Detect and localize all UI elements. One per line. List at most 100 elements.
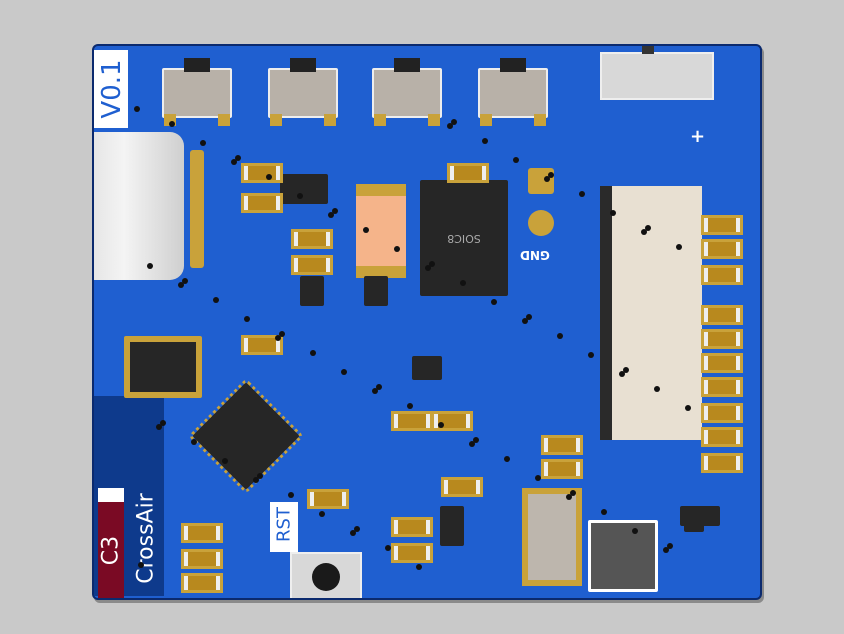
- passive-component: [241, 335, 283, 355]
- flash-package-label: SOIC8: [447, 232, 481, 245]
- via: [134, 106, 140, 112]
- flash-chip: SOIC8: [420, 180, 508, 296]
- via: [438, 422, 444, 428]
- via: [213, 297, 219, 303]
- button-4[interactable]: [478, 58, 548, 126]
- via: [473, 437, 479, 443]
- via: [544, 176, 550, 182]
- passive-component: [701, 239, 743, 259]
- passive-component: [241, 163, 283, 183]
- version-label-box: V0.1: [94, 50, 128, 128]
- passive-component: [441, 477, 483, 497]
- plus-label: +: [690, 126, 706, 147]
- via: [319, 511, 325, 517]
- via: [394, 246, 400, 252]
- via: [676, 244, 682, 250]
- regulator-chip: [280, 174, 328, 204]
- via: [328, 212, 334, 218]
- transistor-chip: [300, 276, 324, 306]
- via: [257, 473, 263, 479]
- via: [191, 439, 197, 445]
- power-inductor: [588, 520, 658, 592]
- passive-component: [701, 403, 743, 423]
- via: [416, 564, 422, 570]
- usb-pads: [190, 150, 204, 268]
- via: [310, 350, 316, 356]
- fpc-connector[interactable]: [600, 186, 702, 440]
- via: [341, 369, 347, 375]
- passive-component: [701, 353, 743, 373]
- via: [667, 543, 673, 549]
- via: [288, 492, 294, 498]
- reset-label: RST: [273, 507, 295, 542]
- chip-badge-label: C3: [98, 535, 124, 566]
- esp32-c3-chip: [188, 378, 304, 494]
- via: [570, 490, 576, 496]
- via: [222, 458, 228, 464]
- passive-component: [701, 377, 743, 397]
- via: [548, 172, 554, 178]
- transistor-chip: [440, 506, 464, 546]
- via: [429, 261, 435, 267]
- transistor-chip: [364, 276, 388, 306]
- passive-component: [181, 549, 223, 569]
- via: [354, 526, 360, 532]
- via: [513, 157, 519, 163]
- via: [460, 280, 466, 286]
- passive-component: [701, 329, 743, 349]
- passive-component: [241, 193, 283, 213]
- slide-switch[interactable]: [600, 46, 714, 100]
- via: [526, 314, 532, 320]
- via: [482, 138, 488, 144]
- via: [407, 403, 413, 409]
- via: [279, 331, 285, 337]
- via: [522, 318, 528, 324]
- usb-c-connector[interactable]: [94, 132, 184, 280]
- passive-component: [541, 459, 583, 479]
- via: [447, 123, 453, 129]
- passive-component: [541, 435, 583, 455]
- reset-button[interactable]: [290, 552, 362, 598]
- via: [253, 477, 259, 483]
- button-1[interactable]: [162, 58, 232, 126]
- via: [451, 119, 457, 125]
- via: [147, 263, 153, 269]
- via: [685, 405, 691, 411]
- via: [623, 367, 629, 373]
- via: [169, 121, 175, 127]
- via: [535, 475, 541, 481]
- inductor: [124, 336, 202, 398]
- passive-component: [391, 411, 433, 431]
- passive-component: [391, 543, 433, 563]
- button-2[interactable]: [268, 58, 338, 126]
- via: [557, 333, 563, 339]
- passive-component: [701, 305, 743, 325]
- passive-component: [181, 523, 223, 543]
- passive-component: [701, 215, 743, 235]
- passive-component: [181, 573, 223, 593]
- via: [363, 227, 369, 233]
- via: [332, 208, 338, 214]
- transistor-chip: [412, 356, 442, 380]
- brand-label: CrossAir: [133, 493, 159, 584]
- via: [376, 384, 382, 390]
- via: [244, 316, 250, 322]
- via: [663, 547, 669, 553]
- via: [350, 530, 356, 536]
- version-label: V0.1: [97, 59, 127, 119]
- via: [182, 278, 188, 284]
- gnd-label: GND: [520, 248, 550, 262]
- via: [579, 191, 585, 197]
- via: [469, 441, 475, 447]
- passive-component: [291, 229, 333, 249]
- via: [425, 265, 431, 271]
- via: [641, 229, 647, 235]
- button-3[interactable]: [372, 58, 442, 126]
- via: [275, 335, 281, 341]
- boot-button[interactable]: [522, 488, 582, 586]
- via: [178, 282, 184, 288]
- via: [231, 159, 237, 165]
- reset-label-box: RST: [270, 502, 298, 552]
- via: [297, 193, 303, 199]
- via: [588, 352, 594, 358]
